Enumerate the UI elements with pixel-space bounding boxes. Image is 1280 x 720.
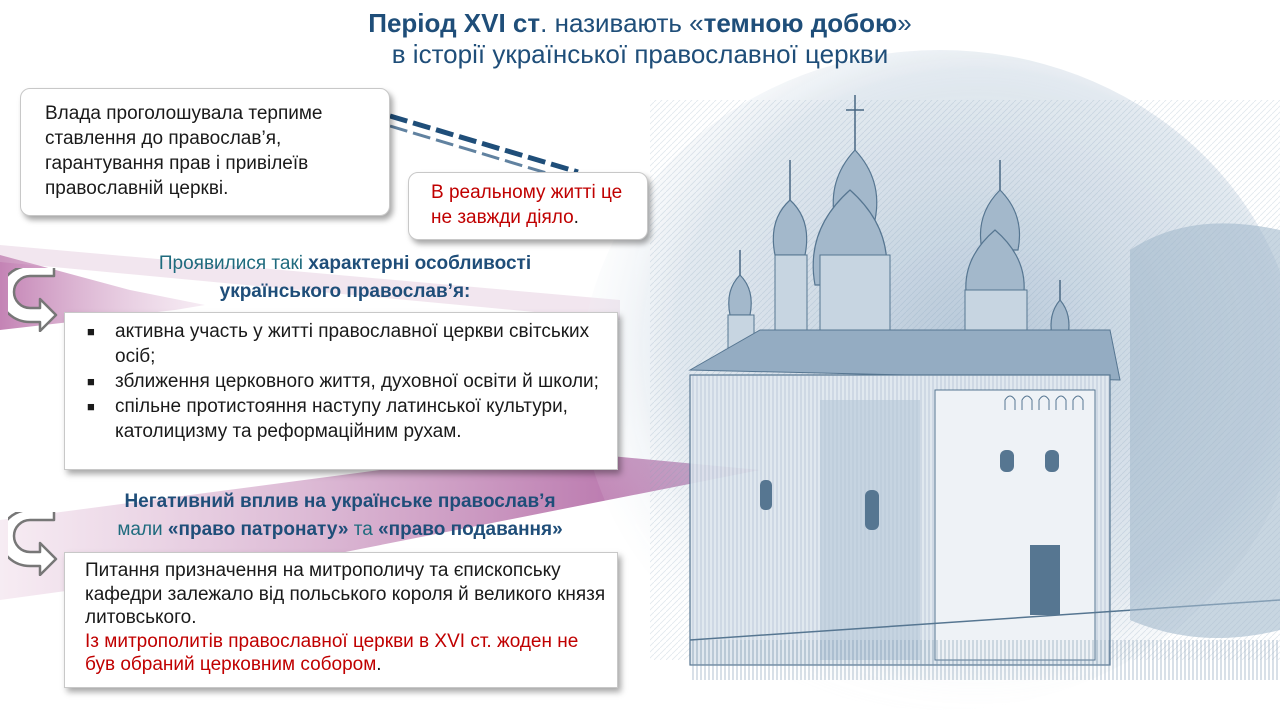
purple-band-upper-edge: [0, 245, 620, 320]
u-turn-arrow-icon: [8, 268, 58, 332]
negative-influence-heading: Негативний вплив на українське православ…: [117, 491, 563, 540]
title-period: Період XVI ст: [368, 8, 541, 38]
callout-reality: В реальному житті це не завжди діяло.: [408, 172, 648, 240]
title-dark-age: темною добою: [703, 8, 898, 38]
list-item: ■ спільне протистояння наступу латинсько…: [87, 396, 568, 442]
title-line-1: Період XVI ст. називають «темною добою»: [368, 8, 912, 38]
u-turn-arrow-icon: [8, 512, 58, 576]
features-list: ■ активна участь у житті православної це…: [64, 312, 618, 470]
callout-official-policy: Влада проголошувала терпиме ставлення до…: [20, 88, 390, 216]
bullet-square-icon: ■: [87, 399, 95, 414]
bullet-square-icon: ■: [87, 324, 95, 339]
list-item: ■ зближення церковного життя, духовної о…: [87, 371, 599, 392]
dashed-connector: [389, 113, 579, 175]
metropolitan-appointment-box: Питання призначення на митрополичу та єп…: [64, 552, 618, 688]
title-line-2: в історії української православної церкв…: [391, 39, 889, 69]
slide-title: Період XVI ст. називають «темною добою» …: [230, 8, 1050, 70]
church-illustration: [580, 50, 1280, 720]
bullet-square-icon: ■: [87, 374, 95, 389]
features-heading: Проявилися такі характерні особливості у…: [158, 253, 532, 302]
list-item: ■ активна участь у житті православної це…: [87, 321, 590, 367]
